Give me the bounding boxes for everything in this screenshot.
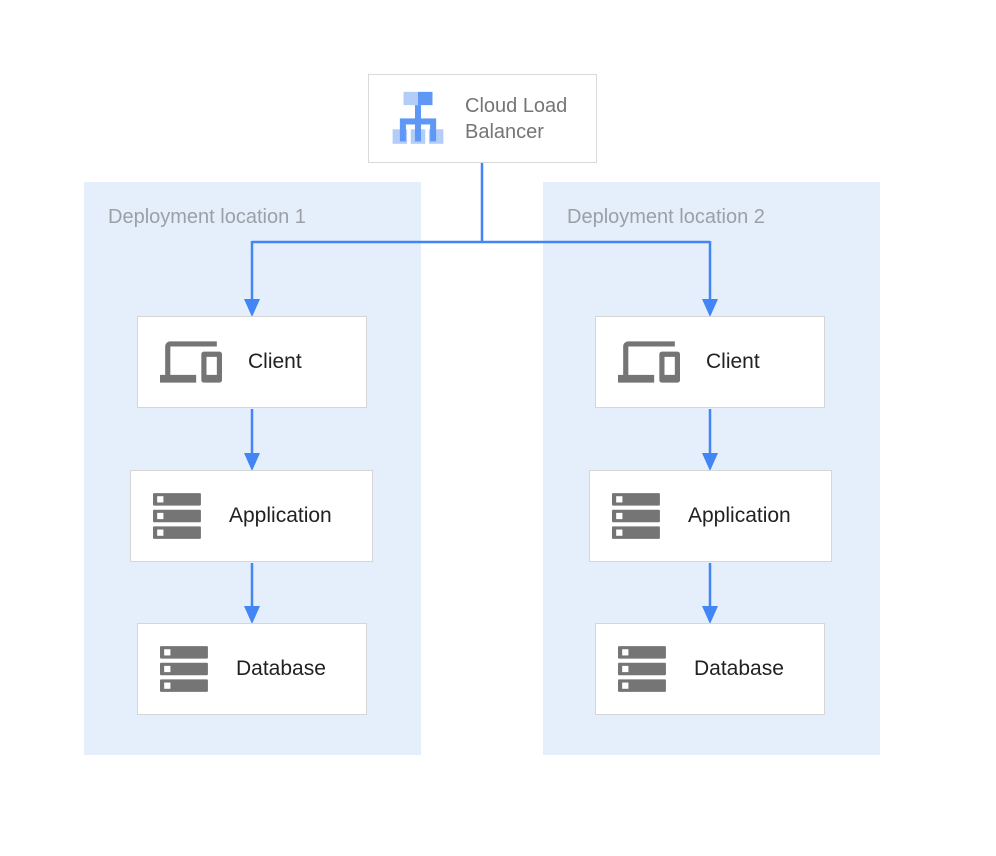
panel-label: Deployment location 1 [108,206,306,228]
devices-icon [160,336,222,388]
cloud-load-balancer-icon [389,87,447,150]
node-label: Database [694,657,784,680]
node-label: Application [688,504,791,527]
node-client-2: Client [595,316,825,408]
cloud-load-balancer-node: Cloud Load Balancer [368,74,597,163]
server-stack-icon [153,493,203,539]
node-label: Database [236,657,326,680]
devices-icon [618,336,680,388]
server-stack-icon [618,646,668,692]
server-stack-icon [612,493,662,539]
node-label: Client [248,350,302,373]
node-database-2: Database [595,623,825,715]
node-client-1: Client [137,316,367,408]
node-label: Client [706,350,760,373]
node-application-1: Application [130,470,373,562]
node-application-2: Application [589,470,832,562]
cloud-load-balancer-label: Cloud Load Balancer [465,94,568,143]
server-stack-icon [160,646,210,692]
node-label: Application [229,504,332,527]
panel-label: Deployment location 2 [567,206,765,228]
node-database-1: Database [137,623,367,715]
